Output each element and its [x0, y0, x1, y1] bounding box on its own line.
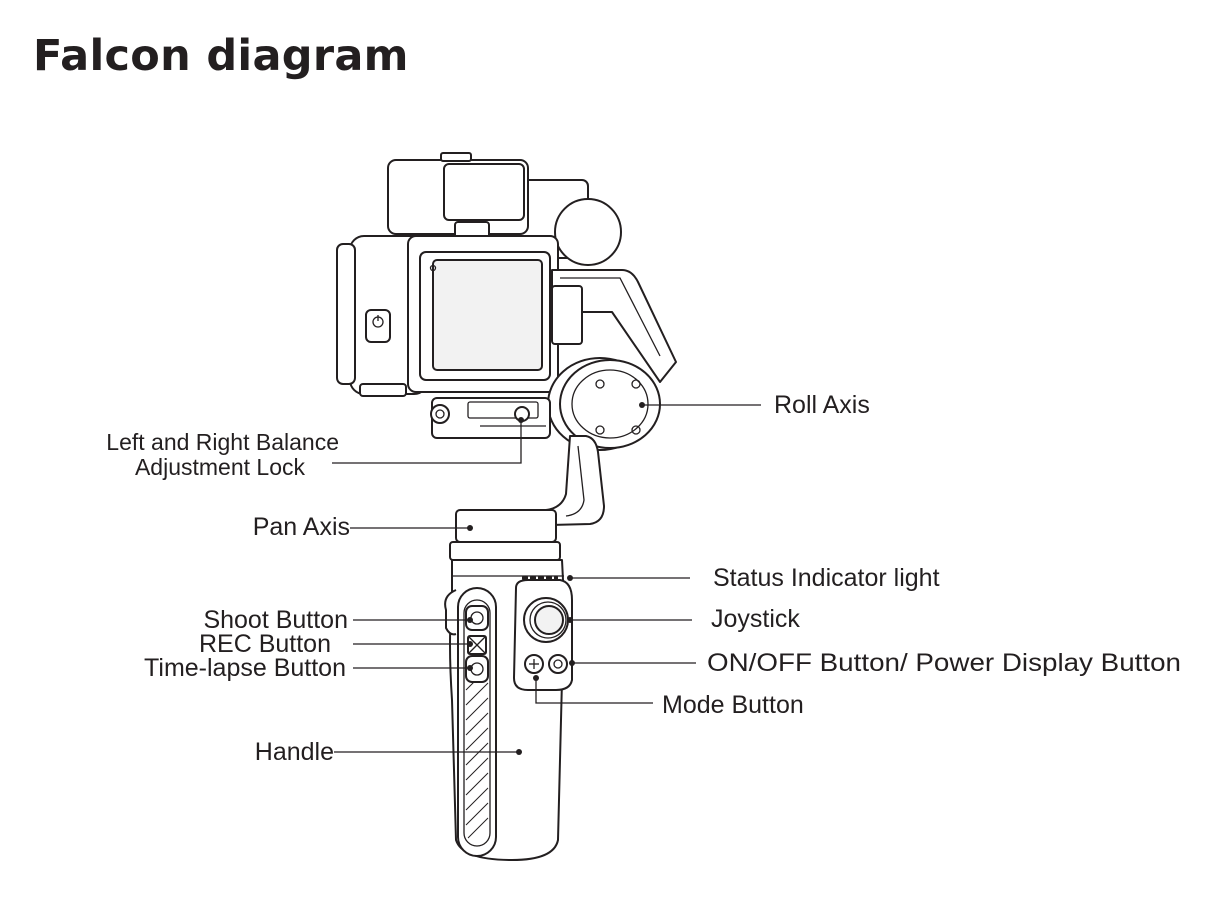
handle-body	[444, 559, 573, 861]
callout-labels: Roll Axis Left and Right Balance Adjustm…	[106, 391, 1181, 766]
tilt-motor	[387, 152, 622, 266]
label-timelapse-button: Time-lapse Button	[144, 654, 346, 682]
leader-lines	[332, 402, 761, 755]
label-pan-axis: Pan Axis	[253, 513, 350, 541]
label-balance-lock-line1: Left and Right Balance	[106, 429, 339, 455]
label-shoot-button: Shoot Button	[203, 606, 348, 634]
label-roll-axis: Roll Axis	[774, 391, 870, 419]
tilt-arm	[551, 269, 677, 383]
label-mode-button: Mode Button	[662, 691, 804, 719]
label-balance-lock-line2: Adjustment Lock	[135, 454, 306, 480]
roll-motor	[547, 357, 661, 451]
pan-arm	[449, 435, 605, 561]
page-title: Falcon diagram	[33, 31, 409, 81]
gimbal-illustration	[336, 152, 677, 861]
label-joystick: Joystick	[711, 605, 800, 633]
label-rec-button: REC Button	[199, 630, 331, 658]
label-handle: Handle	[255, 738, 334, 766]
label-status-light: Status Indicator light	[713, 564, 940, 592]
action-camera	[336, 235, 559, 397]
label-onoff-button: ON/OFF Button/ Power Display Button	[707, 649, 1181, 677]
mount-plate	[430, 397, 551, 439]
